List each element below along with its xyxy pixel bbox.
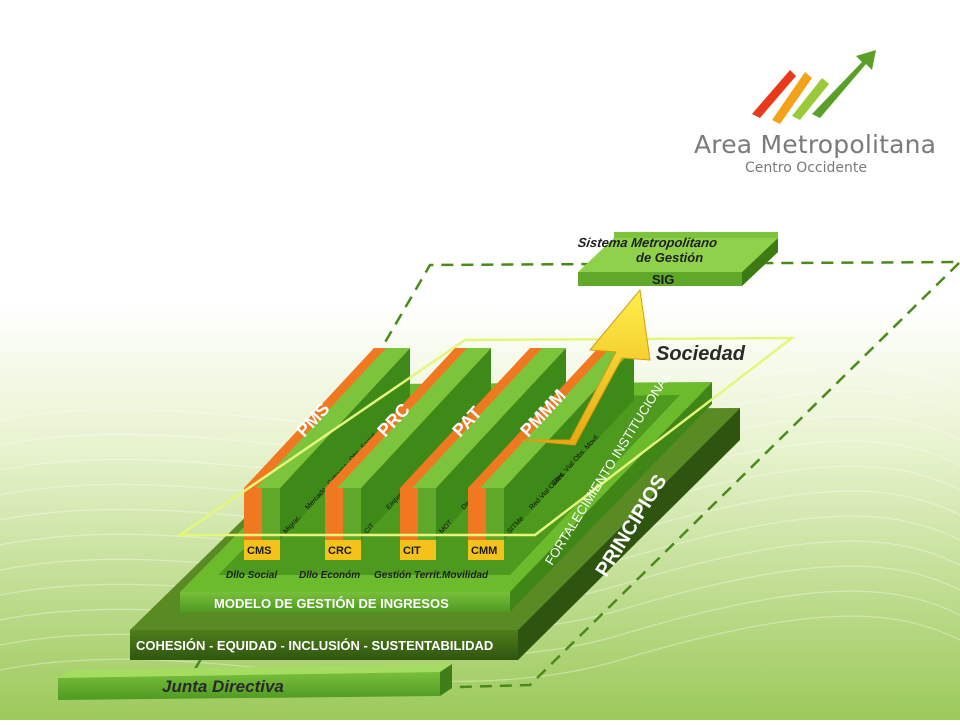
pillar-top-green [480,348,634,488]
sig-title-line1: Sistema Metropolitano [577,235,718,250]
pillar-base [400,540,436,560]
pillar-front-green [262,488,280,540]
junta-label: Junta Directiva [162,677,284,696]
pillar-front-green [343,488,361,540]
up-arrow [519,288,651,446]
logo-name: Area Metropolitana [694,130,937,159]
pillar-front-green [418,488,436,540]
sig-slab [578,232,778,286]
pillar-base-label: CMS [247,545,271,557]
pillar-side-face [361,348,491,540]
sig-title-line2: de Gestión [636,250,703,265]
junta-slab [58,664,452,700]
pillar-area-label: Gestión Territ. [374,570,442,581]
cohesion-label: COHESIÓN - EQUIDAD - INCLUSIÓN - SUSTENT… [136,638,493,653]
pillar-base-label: CIT [403,545,421,557]
sig-code: SIG [652,272,674,287]
sociedad-label: Sociedad [656,343,746,365]
pillar-top-green [337,348,491,488]
pillar-base-label: CRC [328,545,352,557]
pillar-base-label: CMM [471,545,497,557]
pillar-area-label: Movilidad [442,570,489,581]
pillar-area-label: Dllo Económ [299,570,360,581]
pillar-area-label: Dllo Social [226,570,277,581]
modelo-label: MODELO DE GESTIÓN DE INGRESOS [214,596,449,611]
logo-subtitle: Centro Occidente [745,160,867,176]
pillar-base [244,540,280,560]
pillar-top-green [412,348,566,488]
sociedad-frame [175,336,796,537]
pillar-side-face [280,348,410,540]
logo-mark [752,50,876,124]
pillar-front-green [486,488,504,540]
pillar-base [468,540,504,560]
pillar-base [325,540,361,560]
pillar-top-green [256,348,410,488]
